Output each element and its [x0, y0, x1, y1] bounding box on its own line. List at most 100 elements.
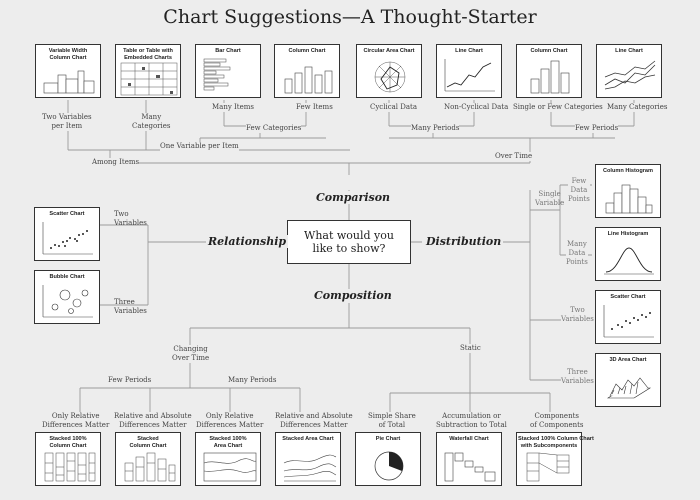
card-scatter-chart-relationship: Scatter Chart: [34, 207, 100, 261]
card-title: Bar Chart: [215, 48, 241, 54]
card-title: Stacked 100% Column Chart: [49, 436, 87, 449]
label-two-variables-distribution: Two Variables: [561, 306, 594, 324]
card-title: Line Histogram: [607, 231, 649, 237]
card-bubble-chart: Bubble Chart: [34, 270, 100, 324]
label-many-periods-composition: Many Periods: [228, 376, 277, 385]
label-simple-share: Simple Share of Total: [368, 412, 416, 430]
card-title: Scatter Chart: [610, 294, 646, 300]
card-title: Column Chart: [288, 48, 326, 54]
label-single-or-few-categories: Single or Few Categories: [513, 103, 603, 112]
category-distribution: Distribution: [424, 235, 504, 248]
card-title: Bubble Chart: [49, 274, 85, 280]
label-only-relative-1: Only Relative Differences Matter: [42, 412, 110, 430]
label-few-items: Few Items: [296, 103, 333, 112]
line-histogram-thumbnail: [604, 247, 654, 275]
card-pie-chart: Pie Chart: [355, 432, 421, 486]
bar-chart-thumbnail: [203, 58, 231, 91]
label-relative-absolute-1: Relative and Absolute Differences Matter: [114, 412, 192, 430]
card-title: Pie Chart: [375, 436, 401, 442]
label-static: Static: [460, 344, 481, 353]
category-composition: Composition: [312, 289, 394, 302]
card-stacked-100-column-chart: Stacked 100% Column Chart: [35, 432, 101, 486]
scatter-chart-thumbnail: [603, 305, 654, 338]
label-many-categories-time: Many Categories: [607, 103, 668, 112]
card-stacked-area-chart: Stacked Area Chart: [275, 432, 341, 486]
label-non-cyclical-data: Non-Cyclical Data: [444, 103, 509, 112]
label-single-variable: Single Variable: [535, 190, 565, 207]
card-circular-area-chart: Circular Area Chart: [356, 44, 422, 98]
label-three-variables-distribution: Three Variables: [561, 368, 594, 386]
card-title: Scatter Chart: [49, 211, 85, 217]
card-title: Line Chart: [615, 48, 643, 54]
card-stacked-column-chart: Stacked Column Chart: [115, 432, 181, 486]
label-many-data-points: Many Data Points: [566, 240, 588, 267]
label-only-relative-2: Only Relative Differences Matter: [196, 412, 264, 430]
card-title: Stacked Area Chart: [282, 436, 334, 442]
central-question-box: What would you like to show?: [287, 220, 411, 264]
label-components: Components of Components: [530, 412, 584, 430]
card-column-chart-time: Column Chart: [516, 44, 582, 98]
label-few-periods-composition: Few Periods: [108, 376, 152, 385]
label-many-items: Many Items: [212, 103, 254, 112]
variable-width-column-thumbnail: [43, 70, 95, 94]
label-among-items: Among Items: [92, 158, 140, 167]
label-accumulation: Accumulation or Subtraction to Total: [436, 412, 507, 430]
table-thumbnail: [120, 62, 178, 96]
card-variable-width-column-chart: Variable Width Column Chart: [35, 44, 101, 98]
stacked-subcomponents-thumbnail: [526, 452, 570, 482]
stacked-100-area-thumbnail: [203, 452, 257, 482]
page-title: Chart Suggestions—A Thought-Starter: [163, 6, 537, 28]
label-cyclical-data: Cyclical Data: [370, 103, 418, 112]
label-over-time: Over Time: [495, 152, 533, 161]
card-waterfall-chart: Waterfall Chart: [436, 432, 502, 486]
label-few-data-points: Few Data Points: [568, 177, 590, 204]
card-title: Column Histogram: [602, 168, 654, 174]
pie-chart-thumbnail: [374, 451, 404, 481]
card-line-chart-time: Line Chart: [596, 44, 662, 98]
card-bar-chart: Bar Chart: [195, 44, 261, 98]
card-title: Stacked 100% Column Chart with Subcompon…: [518, 436, 594, 449]
card-table-embedded-charts: Table or Table with Embedded Charts: [115, 44, 181, 98]
label-changing-over-time: Changing Over Time: [172, 345, 210, 363]
stacked-100-column-thumbnail: [44, 452, 96, 482]
label-many-periods: Many Periods: [411, 124, 460, 133]
label-few-categories: Few Categories: [246, 124, 302, 133]
card-column-histogram: Column Histogram: [595, 164, 661, 218]
card-title: Column Chart: [530, 48, 568, 54]
waterfall-chart-thumbnail: [444, 452, 496, 482]
bubble-chart-thumbnail: [42, 285, 93, 318]
label-two-variables: Two Variables: [114, 210, 147, 227]
card-title: Line Chart: [455, 48, 483, 54]
3d-area-thumbnail: [606, 377, 652, 399]
label-many-categories: Many Categories: [132, 113, 171, 131]
stacked-column-thumbnail: [124, 452, 176, 482]
card-title: Stacked Column Chart: [129, 436, 167, 449]
category-comparison: Comparison: [314, 191, 393, 204]
multi-line-chart-thumbnail: [604, 60, 656, 90]
card-stacked-100-area-chart: Stacked 100% Area Chart: [195, 432, 261, 486]
label-few-periods: Few Periods: [575, 124, 619, 133]
scatter-chart-thumbnail: [42, 222, 93, 255]
radar-chart-thumbnail: [374, 61, 406, 93]
card-column-chart-items: Column Chart: [274, 44, 340, 98]
card-title: Table or Table with Embedded Charts: [123, 48, 173, 61]
card-line-histogram: Line Histogram: [595, 227, 661, 281]
card-3d-area-chart: 3D Area Chart: [595, 353, 661, 407]
card-title: Variable Width Column Chart: [48, 48, 88, 61]
label-one-variable-per-item: One Variable per Item: [160, 142, 239, 151]
histogram-thumbnail: [605, 184, 653, 214]
card-scatter-chart-distribution: Scatter Chart: [595, 290, 661, 344]
column-chart-thumbnail: [284, 66, 333, 94]
column-chart-thumbnail: [530, 60, 570, 94]
card-title: 3D Area Chart: [609, 357, 647, 363]
card-title: Stacked 100% Area Chart: [209, 436, 247, 449]
card-line-chart-cyclical: Line Chart: [436, 44, 502, 98]
label-relative-absolute-2: Relative and Absolute Differences Matter: [275, 412, 353, 430]
card-title: Waterfall Chart: [449, 436, 489, 442]
label-two-variables-per-item: Two Variables per Item: [42, 113, 92, 131]
category-relationship: Relationship: [206, 235, 289, 248]
line-chart-thumbnail: [444, 59, 495, 92]
label-three-variables: Three Variables: [114, 298, 147, 315]
stacked-area-thumbnail: [283, 454, 337, 482]
